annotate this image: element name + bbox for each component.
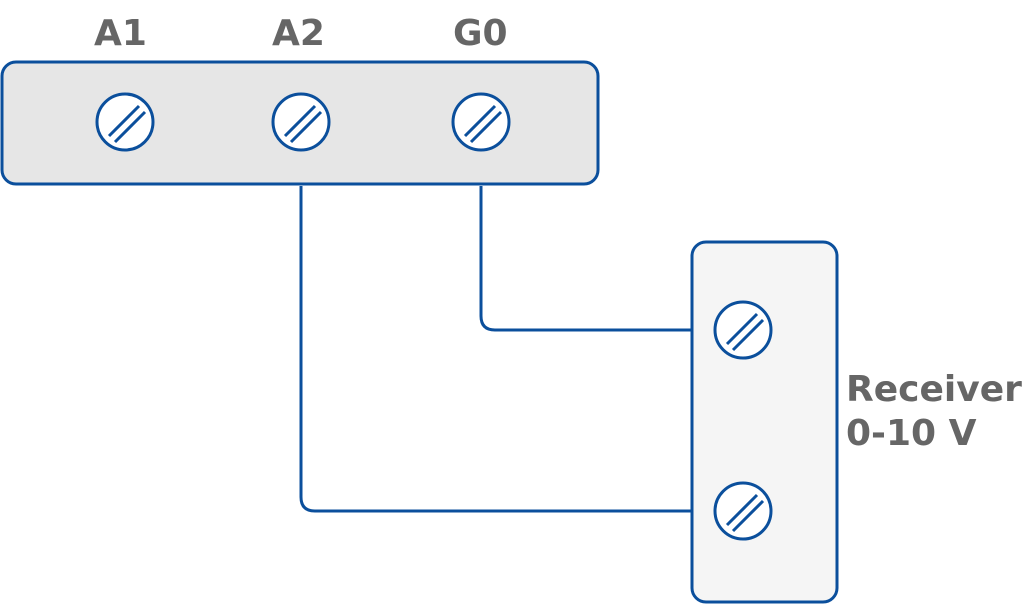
receiver-terminal-block <box>690 240 839 604</box>
terminal-label-a1: A1 <box>94 13 147 54</box>
terminal-screw-a1 <box>95 92 155 152</box>
terminal-screw-g0 <box>451 92 511 152</box>
terminal-label-a2: A2 <box>272 13 325 54</box>
receiver-name: Receiver <box>846 369 1022 410</box>
receiver-terminal-screw-2 <box>713 481 773 541</box>
terminal-label-g0: G0 <box>453 13 508 54</box>
wire-g0-to-receiver-terminal-1 <box>479 186 692 332</box>
receiver-terminal-screw-1 <box>713 300 773 360</box>
receiver-range: 0-10 V <box>846 413 977 454</box>
wire-a2-to-receiver-terminal-2 <box>299 186 692 513</box>
terminal-screw-a2 <box>271 92 331 152</box>
receiver-label: Receiver 0-10 V <box>846 368 1022 456</box>
